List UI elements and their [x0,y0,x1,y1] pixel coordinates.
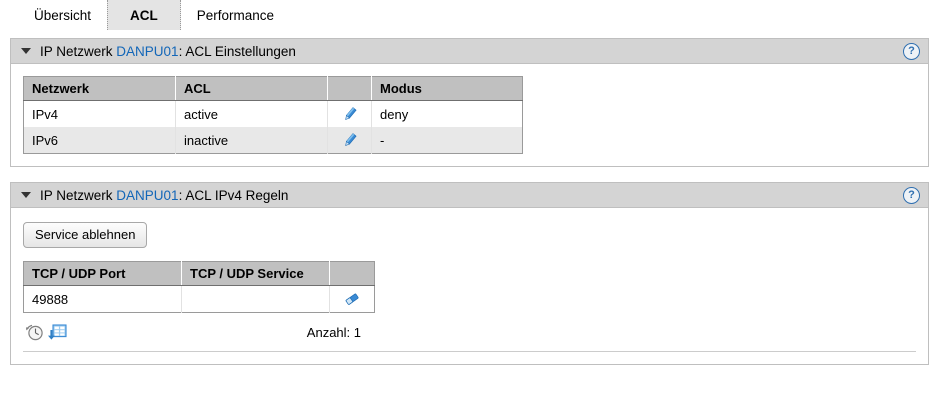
acl-settings-table: Netzwerk ACL Modus IPv4 active [23,76,523,154]
table-row: IPv4 active [23,100,523,127]
cell-tcp-udp-port: 49888 [23,285,182,313]
panel-title-prefix: IP Netzwerk [40,43,117,59]
cell-modus: deny [371,100,523,127]
cell-edit-action[interactable] [327,100,372,127]
panel-acl-settings-header[interactable]: IP Netzwerk DANPU01: ACL Einstellungen ? [11,39,928,64]
pencil-icon[interactable] [341,131,359,149]
chevron-down-icon[interactable] [21,48,31,54]
cell-acl: inactive [175,127,328,154]
cell-delete-action[interactable] [329,285,375,313]
panel-acl-ipv4-rules: IP Netzwerk DANPU01: ACL IPv4 Regeln ? S… [10,182,929,365]
panel-title-suffix: : ACL IPv4 Regeln [178,187,289,203]
cell-tcp-udp-service [181,285,330,313]
table-export-icon[interactable] [46,321,68,343]
tab-acl[interactable]: ACL [107,0,181,30]
service-ablehnen-button[interactable]: Service ablehnen [23,222,148,248]
tab-bar: Übersicht ACL Performance [0,0,939,30]
panel-acl-ipv4-rules-title: IP Netzwerk DANPU01: ACL IPv4 Regeln [40,188,288,203]
panel-acl-ipv4-rules-header[interactable]: IP Netzwerk DANPU01: ACL IPv4 Regeln ? [11,183,928,208]
tab-performance[interactable]: Performance [196,7,275,23]
column-header-actions [329,261,375,286]
clock-history-icon[interactable] [23,321,45,343]
panel-title-network-link[interactable]: DANPU01 [116,43,179,59]
column-header-tcp-udp-port: TCP / UDP Port [23,261,182,286]
pencil-icon[interactable] [341,105,359,123]
column-header-acl: ACL [175,76,328,101]
column-header-tcp-udp-service: TCP / UDP Service [181,261,330,286]
column-header-modus: Modus [371,76,523,101]
panel-acl-ipv4-rules-body: Service ablehnen TCP / UDP Port TCP / UD… [11,208,928,364]
table-row: 49888 [23,285,375,313]
table-row: IPv6 inactive [23,127,523,154]
panel-title-prefix: IP Netzwerk [40,187,117,203]
help-icon[interactable]: ? [903,186,920,204]
cell-modus: - [371,127,523,154]
row-count-label: Anzahl: 1 [306,324,361,340]
cell-edit-action[interactable] [327,127,372,154]
panel-title-network-link[interactable]: DANPU01 [116,187,179,203]
tab-uebersicht[interactable]: Übersicht [34,7,92,23]
footer-divider [23,351,916,352]
chevron-down-icon[interactable] [21,192,31,198]
cell-netzwerk: IPv4 [23,100,176,127]
help-icon[interactable]: ? [903,42,920,60]
panel-acl-settings-title: IP Netzwerk DANPU01: ACL Einstellungen [40,44,296,59]
cell-acl: active [175,100,328,127]
table-header-row: Netzwerk ACL Modus [23,76,523,101]
footer-icon-group [23,321,68,343]
panel-title-suffix: : ACL Einstellungen [178,43,296,59]
panel-acl-settings: IP Netzwerk DANPU01: ACL Einstellungen ?… [10,38,929,167]
column-header-netzwerk: Netzwerk [23,76,176,101]
table-header-row: TCP / UDP Port TCP / UDP Service [23,261,375,286]
panel-acl-settings-body: Netzwerk ACL Modus IPv4 active [11,64,928,166]
eraser-icon[interactable] [343,290,361,308]
column-header-actions [327,76,372,101]
rules-table-footer: Anzahl: 1 [23,319,375,345]
cell-netzwerk: IPv6 [23,127,176,154]
acl-ipv4-rules-table: TCP / UDP Port TCP / UDP Service 49888 [23,261,375,313]
